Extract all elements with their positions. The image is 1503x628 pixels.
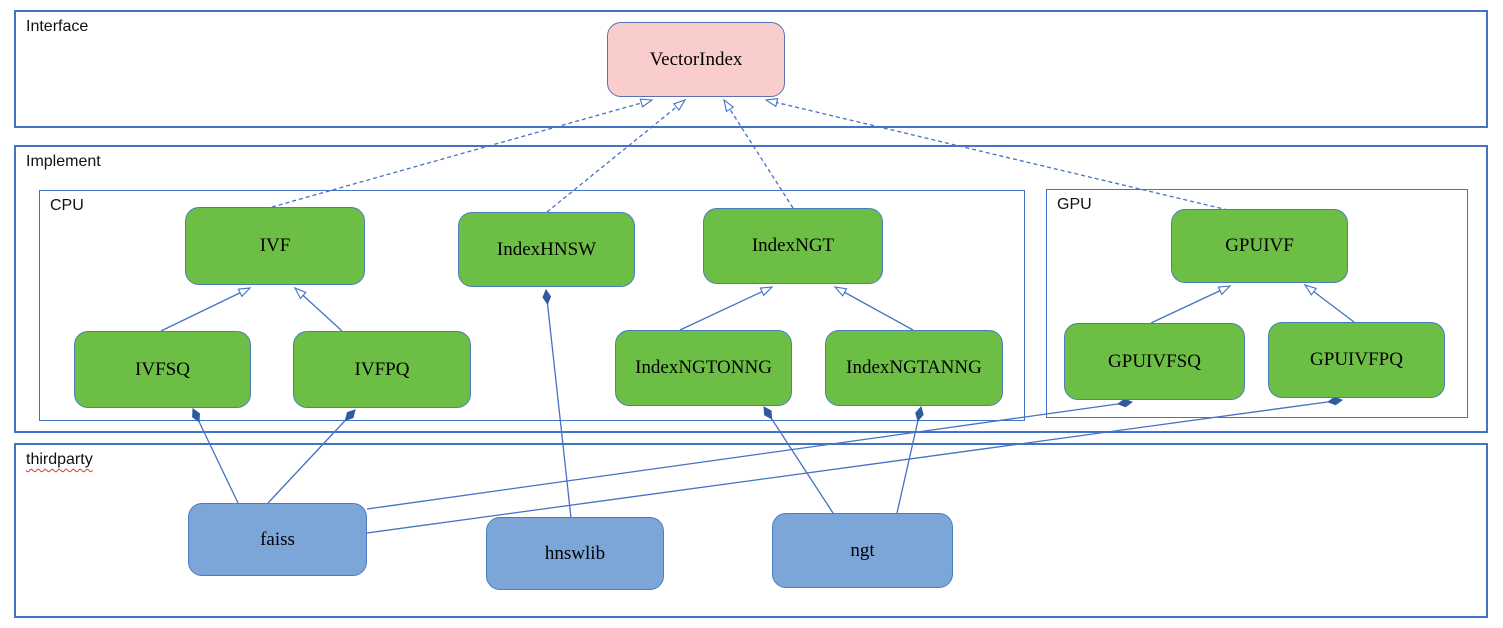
edge-composition-faiss-to-gpuivfsq — [366, 402, 1132, 510]
edge-composition-faiss-to-ivfpq — [267, 410, 355, 504]
node-ivfpq-label: IVFPQ — [354, 358, 410, 380]
node-faiss: faiss — [188, 503, 367, 576]
container-gpu: GPU — [1046, 189, 1468, 418]
edge-composition-hnswlib-to-indexhnsw — [546, 290, 572, 519]
node-ngt-label: ngt — [850, 539, 875, 561]
container-gpu-label: GPU — [1057, 196, 1092, 213]
edge-realization-gpuivf-to-vectorindex — [764, 98, 1229, 211]
container-implement-label: Implement — [26, 153, 101, 170]
node-gpuivfpq-label: GPUIVFPQ — [1310, 349, 1403, 370]
node-ivf-label: IVF — [259, 235, 291, 256]
container-thirdparty-label: thirdparty — [26, 451, 93, 468]
edge-generalization-indexngtanng-to-indexngt — [833, 286, 914, 331]
node-indexngt: IndexNGT — [703, 208, 883, 284]
container-interface: Interface — [14, 10, 1488, 128]
node-vectorindex-label: VectorIndex — [649, 48, 743, 70]
container-cpu-label: CPU — [50, 197, 84, 214]
edge-generalization-indexngtonng-to-indexngt — [679, 286, 774, 331]
container-cpu: CPU — [39, 190, 1025, 421]
container-implement: Implement — [14, 145, 1488, 433]
node-indexngtonng: IndexNGTONNG — [615, 330, 792, 406]
node-hnswlib-label: hnswlib — [544, 542, 606, 564]
node-indexhnsw: IndexHNSW — [458, 212, 635, 287]
node-gpuivfpq: GPUIVFPQ — [1268, 322, 1445, 398]
node-gpuivfsq-label: GPUIVFSQ — [1108, 350, 1201, 372]
edge-generalization-ivfpq-to-ivf — [293, 286, 343, 332]
container-interface-label: Interface — [26, 18, 89, 35]
node-gpuivf: GPUIVF — [1171, 209, 1348, 283]
edge-realization-indexngt-to-vectorindex — [723, 98, 794, 209]
edge-generalization-ivfsq-to-ivf — [160, 287, 252, 332]
node-gpuivf-label: GPUIVF — [1225, 235, 1294, 256]
node-ngt: ngt — [772, 513, 953, 588]
node-ivfpq: IVFPQ — [293, 331, 471, 408]
node-vectorindex: VectorIndex — [607, 22, 785, 97]
edge-composition-ngt-to-indexngtanng — [896, 407, 921, 514]
edge-generalization-gpuivfsq-to-gpuivf — [1150, 285, 1232, 324]
node-indexngtonng-label: IndexNGTONNG — [635, 357, 772, 378]
edge-generalization-gpuivfpq-to-gpuivf — [1303, 284, 1355, 323]
edge-composition-faiss-to-ivfsq — [193, 409, 239, 504]
node-ivfsq: IVFSQ — [74, 331, 251, 408]
edge-composition-ngt-to-indexngtonng — [764, 407, 834, 514]
container-thirdparty: thirdparty — [14, 443, 1488, 618]
node-indexhnsw-label: IndexHNSW — [496, 238, 597, 260]
node-gpuivfsq: GPUIVFSQ — [1064, 323, 1245, 400]
node-indexngtanng: IndexNGTANNG — [825, 330, 1003, 406]
node-indexngtanng-label: IndexNGTANNG — [846, 357, 982, 378]
edge-composition-faiss-to-gpuivfpq — [366, 400, 1342, 534]
node-ivfsq-label: IVFSQ — [135, 358, 190, 380]
edge-realization-indexhnsw-to-vectorindex — [546, 98, 687, 213]
node-faiss-label: faiss — [260, 528, 295, 550]
node-hnswlib: hnswlib — [486, 517, 664, 590]
node-ivf: IVF — [185, 207, 365, 285]
node-indexngt-label: IndexNGT — [751, 235, 835, 256]
edge-realization-ivf-to-vectorindex — [271, 98, 654, 208]
